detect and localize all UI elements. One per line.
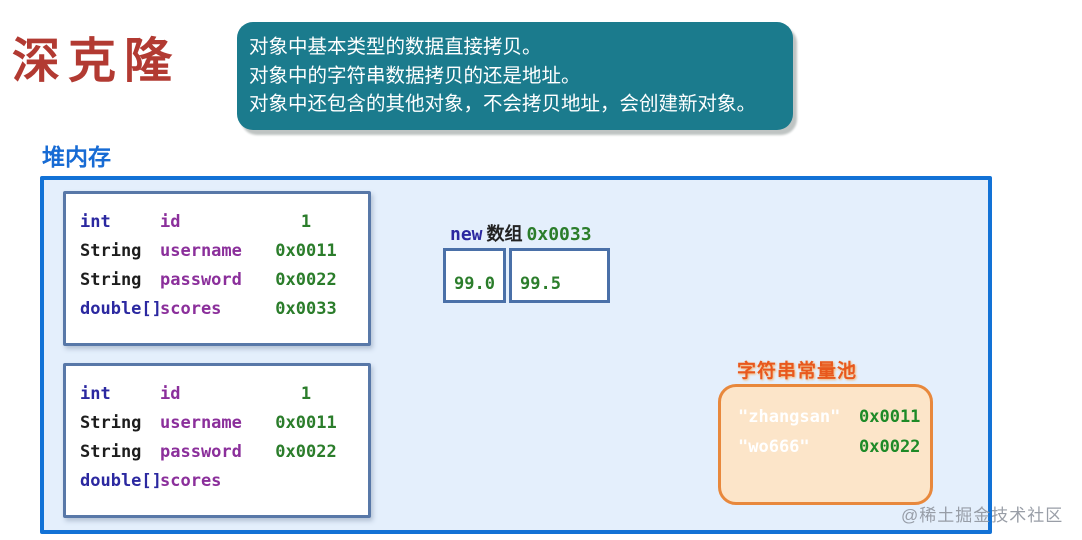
field-value: 0x0033 [275,298,337,319]
pool-entry: "zhangsan" 0x0011 [738,402,930,432]
object-box-clone: int id 1 String username 0x0011 String passwo… [63,363,371,518]
field-row: String password 0x0022 [80,265,368,294]
field-row: String username 0x0011 [80,408,368,437]
field-value: 0x0022 [275,269,337,290]
callout-note: 对象中基本类型的数据直接拷贝。 对象中的字符串数据拷贝的还是地址。 对象中还包含… [237,22,793,130]
string-literal: "zhangsan" [738,407,841,427]
array-cell: 99.0 [443,248,506,303]
field-type: String [80,441,142,462]
field-type: String [80,240,142,261]
double-array-box: 99.0 99.5 [443,248,610,303]
field-name: password [160,269,242,290]
field-name: username [160,240,242,261]
field-value: 1 [300,383,312,404]
string-pool-label: 字符串常量池 [737,361,858,382]
page-title: 深克隆 [12,33,181,89]
field-type: int [80,211,111,232]
string-address: 0x0011 [859,407,921,427]
array-cell: 99.5 [509,248,610,303]
field-type: double[] [80,298,162,319]
callout-line: 对象中基本类型的数据直接拷贝。 [249,35,542,58]
field-row: double[]scores [80,466,368,495]
field-row: String password 0x0022 [80,437,368,466]
object-box-original: int id 1 String username 0x0011 String passwo… [63,191,371,346]
string-pool-box: "zhangsan" 0x0011 "wo666" 0x0022 [718,384,933,505]
field-row: double[]scores 0x0033 [80,294,368,323]
field-type: String [80,269,142,290]
field-row: int id 1 [80,207,368,236]
field-row: String username 0x0011 [80,236,368,265]
pool-entry: "wo666" 0x0022 [738,432,930,462]
field-name: username [160,412,242,433]
heap-memory-label: 堆内存 [42,144,111,171]
callout-line: 对象中的字符串数据拷贝的还是地址。 [249,63,581,87]
heap-memory-box: int id 1 String username 0x0011 String passwo… [40,176,992,534]
field-name: scores [160,298,222,319]
field-name: id [160,383,181,404]
string-address: 0x0022 [859,437,921,457]
field-row: int id 1 [80,379,368,408]
field-value: 0x0011 [275,240,337,261]
field-value: 0x0011 [275,412,337,433]
watermark: @稀土掘金技术社区 [901,506,1064,525]
field-type: String [80,412,142,433]
array-kind-label: 数组 [486,224,523,245]
field-value: 1 [300,211,312,232]
field-value: 0x0022 [275,441,337,462]
new-keyword: new [450,224,483,245]
field-name: id [160,211,181,232]
field-type: double[] [80,470,162,491]
field-name: scores [160,470,222,491]
field-name: password [160,441,242,462]
string-literal: "wo666" [738,437,810,457]
field-type: int [80,383,111,404]
array-address: 0x0033 [526,224,592,245]
callout-line: 对象中还包含的其他对象，不会拷贝地址，会创建新对象。 [249,92,757,115]
